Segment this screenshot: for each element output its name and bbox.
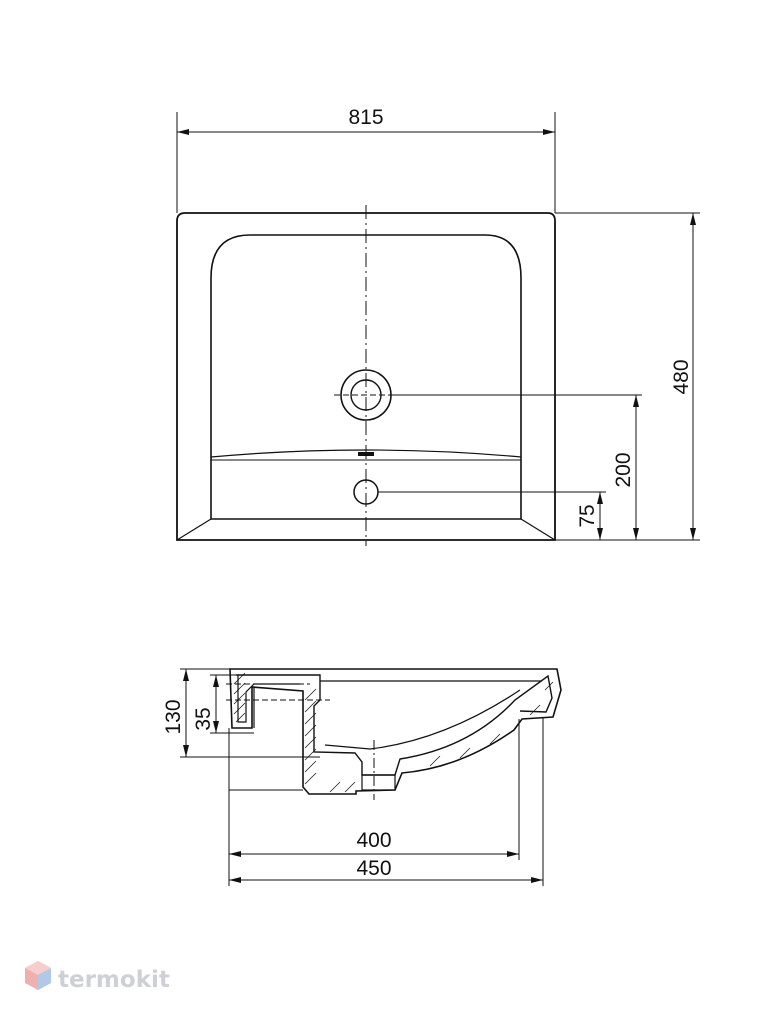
termokit-logo: termokit: [25, 961, 170, 993]
width-dimension-label: 815: [348, 106, 383, 129]
brand-name: termokit: [58, 967, 170, 993]
height-dimension-label: 130: [162, 699, 185, 734]
top-view: 815 480 200 75: [176, 106, 700, 546]
drain-offset-label: 200: [612, 452, 635, 487]
inner-depth-dimension-label: 400: [356, 829, 391, 852]
depth-dimension-label: 480: [670, 359, 693, 394]
outer-depth-dimension-label: 450: [356, 857, 391, 880]
side-view: 130 35 400 450: [162, 668, 562, 886]
rim-dimension-label: 35: [192, 707, 215, 730]
overflow-offset-label: 75: [576, 504, 599, 527]
